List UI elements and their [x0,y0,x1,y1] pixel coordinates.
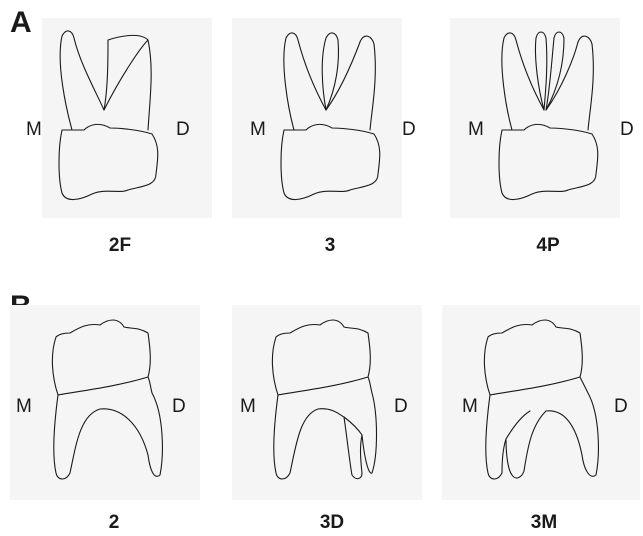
distal-label: D [172,397,186,416]
distal-label: D [176,120,190,139]
figure-caption: 2 [14,513,214,532]
figure-caption: 4P [448,236,643,255]
tooth-figure-3d: M D 3D [222,305,422,525]
mesial-label: M [16,397,32,416]
tooth-figure-3: M D 3 [222,18,422,238]
tooth-figure-4p: M D 4P [440,18,640,238]
figure-caption: 3M [444,513,643,532]
distal-label: D [394,397,408,416]
mesial-label: M [250,120,266,139]
distal-label: D [614,397,628,416]
figure-caption: 2F [20,236,220,255]
figure-caption: 3D [232,513,432,532]
tooth-figure-2: M D 2 [0,305,200,525]
figure-caption: 3 [230,236,430,255]
mesial-label: M [462,397,478,416]
mesial-label: M [240,397,256,416]
mesial-label: M [26,120,42,139]
mesial-label: M [468,120,484,139]
tooth-figure-2f: M D 2F [0,18,200,238]
tooth-figure-3m: M D 3M [440,305,640,525]
distal-label: D [402,120,416,139]
distal-label: D [620,120,634,139]
